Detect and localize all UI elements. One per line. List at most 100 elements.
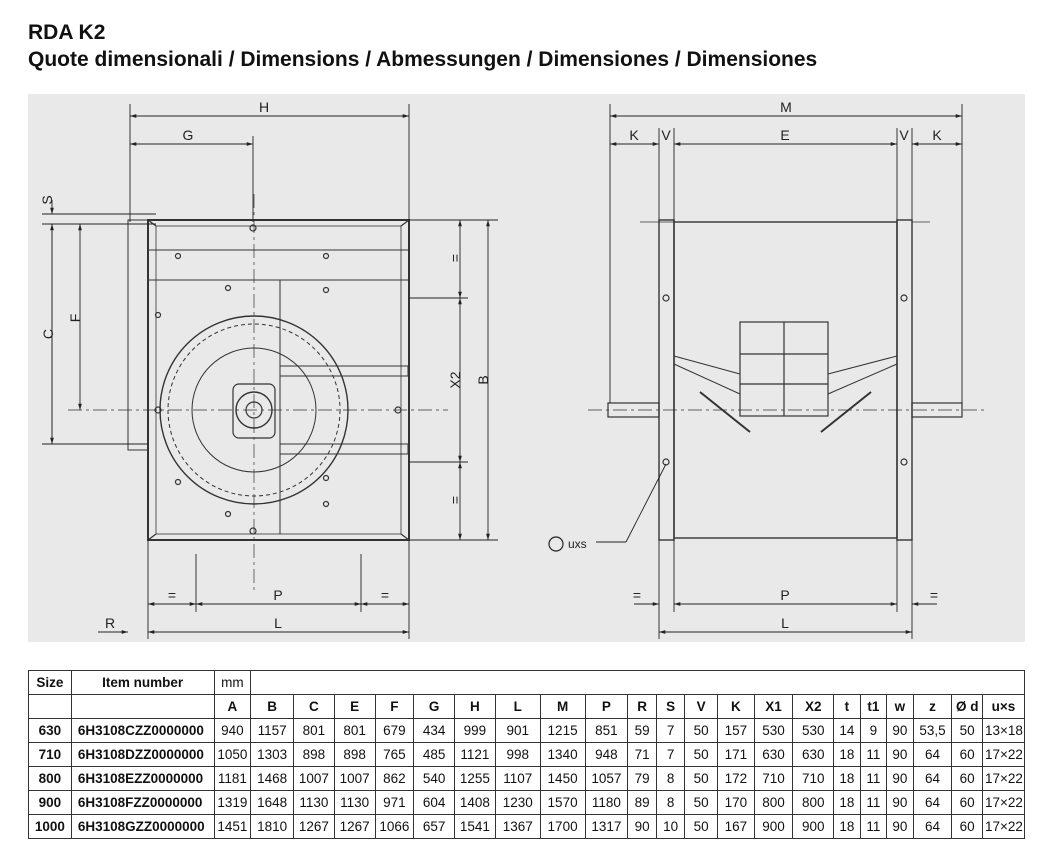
dim-label-x2: X2 [447,371,463,388]
table-cell: 14 [833,718,861,743]
table-cell: 971 [374,790,415,815]
table-cell: 901 [494,718,541,743]
column-header: A [213,694,252,719]
side-left-flange [658,219,675,541]
column-header: B [250,694,295,719]
table-cell: 679 [374,718,415,743]
table-cell: 998 [494,742,541,767]
table-cell: 9 [859,718,888,743]
column-header: X2 [792,694,835,719]
dim-label-eq-side-right: = [930,587,938,603]
table-cell: 90 [886,814,914,839]
dim-label-h: H [259,99,269,115]
table-cell: 90 [627,814,657,839]
table-cell: 948 [584,742,629,767]
dim-label-eq-top: = [447,254,463,262]
table-cell: 18 [833,814,861,839]
table-cell: 1066 [374,814,415,839]
column-header: V [684,694,718,719]
column-header: Ø d [951,694,983,719]
side-view [588,219,988,541]
dim-label-eq-left: = [168,587,176,603]
table-cell: 60 [951,766,983,791]
table-cell: 1267 [293,814,335,839]
header-item-number: Item number [70,670,215,695]
item-number-cell: 6H3108EZZ0000000 [70,766,215,791]
column-header: t [833,694,861,719]
table-cell: 1340 [539,742,586,767]
table-cell: 64 [912,766,953,791]
table-cell: 64 [912,814,953,839]
table-cell: 862 [374,766,415,791]
table-cell: 1050 [213,742,252,767]
table-cell: 1317 [584,814,629,839]
table-cell: 1541 [454,814,496,839]
column-header: E [333,694,376,719]
item-number-cell: 6H3108CZZ0000000 [70,718,215,743]
table-cell: 79 [627,766,657,791]
dim-label-l-front: L [274,615,282,631]
item-number-cell: 6H3108DZZ0000000 [70,742,215,767]
column-header: u×s [981,694,1026,719]
column-header: F [374,694,415,719]
dim-label-c: C [40,329,56,339]
table-cell: 1451 [213,814,252,839]
table-cell: 11 [859,790,888,815]
table-cell: 11 [859,814,888,839]
table-cell: 50 [684,766,718,791]
dim-label-l-side: L [781,615,789,631]
table-cell: 7 [655,742,686,767]
table-cell: 1057 [584,766,629,791]
table-cell: 60 [951,790,983,815]
side-dimensions [596,104,963,639]
table-cell: 59 [627,718,657,743]
front-side-flange [127,219,149,451]
table-cell: 8 [655,766,686,791]
table-cell: 17×22 [981,790,1026,815]
table-cell: 1130 [333,790,376,815]
table-cell: 765 [374,742,415,767]
table-cell: 53,5 [912,718,953,743]
dim-label-r: R [105,615,115,631]
dim-label-f: F [67,314,83,323]
column-header: C [293,694,335,719]
table-cell: 1230 [494,790,541,815]
table-cell: 1700 [539,814,586,839]
dim-label-eq-right: = [381,587,389,603]
dim-label-eq-side-left: = [633,587,641,603]
size-cell: 710 [28,742,72,767]
size-cell: 1000 [28,814,72,839]
page-title: RDA K2 [28,21,106,44]
table-cell: 851 [584,718,629,743]
table-cell: 157 [716,718,755,743]
column-header: K [716,694,755,719]
table-cell: 1007 [293,766,335,791]
table-cell: 1570 [539,790,586,815]
dim-label-b: B [475,375,491,384]
table-cell: 17×22 [981,766,1026,791]
table-cell: 710 [792,766,835,791]
table-cell: 1468 [250,766,295,791]
table-cell: 530 [792,718,835,743]
table-cell: 801 [333,718,376,743]
column-header: P [584,694,629,719]
table-cell: 1255 [454,766,496,791]
page-subtitle: Quote dimensionali / Dimensions / Abmess… [28,48,818,71]
table-cell: 604 [413,790,456,815]
table-cell: 1180 [584,790,629,815]
item-number-cell: 6H3108GZZ0000000 [70,814,215,839]
table-cell: 630 [753,742,794,767]
table-cell: 710 [753,766,794,791]
column-header: R [627,694,657,719]
table-cell: 50 [684,790,718,815]
header-size: Size [28,670,72,695]
table-cell: 900 [753,814,794,839]
shaft-right [911,402,963,418]
table-cell: 50 [684,718,718,743]
front-dimensions [42,104,498,639]
dim-label-e: E [780,127,789,143]
item-number-cell: 6H3108FZZ0000000 [70,790,215,815]
table-cell: 1267 [333,814,376,839]
